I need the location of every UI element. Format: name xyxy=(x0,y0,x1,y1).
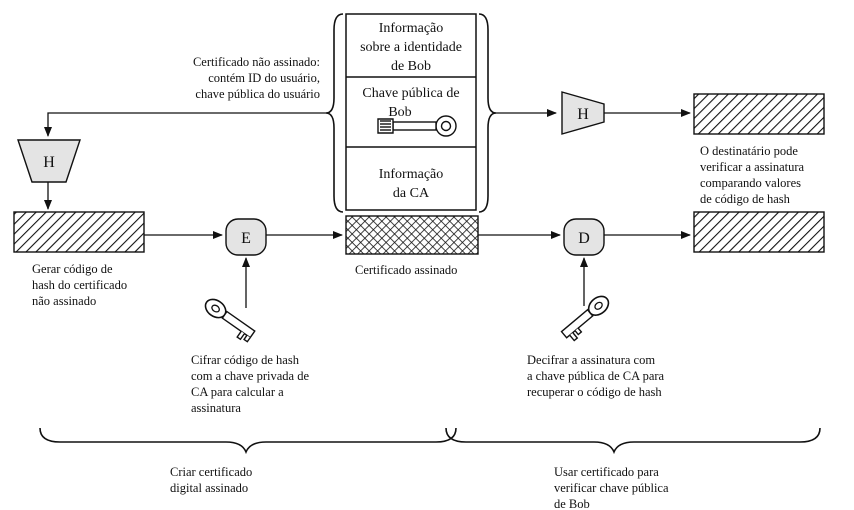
ca-public-key-icon xyxy=(560,295,610,342)
encrypt-hash-line-2: com a chave privada de xyxy=(191,369,309,383)
gen-hash-line-1: Gerar código de xyxy=(32,262,113,276)
gen-hash-label: Gerar código de hash do certificado não … xyxy=(32,262,127,308)
unsigned-to-hash-arrow xyxy=(44,112,326,137)
hash-left-letter: H xyxy=(43,154,55,171)
gen-hash-line-2: hash do certificado xyxy=(32,278,127,292)
ca-private-key-icon xyxy=(204,298,256,343)
hash-function-right: H xyxy=(561,91,605,135)
encrypt-letter: E xyxy=(241,230,251,247)
hash-code-recovered xyxy=(693,211,825,253)
verify-line-2: verificar a assinatura xyxy=(700,160,805,174)
ca-info-line-1: Informação xyxy=(379,167,444,182)
verify-line-3: comparando valores xyxy=(700,176,801,190)
encrypt-node: E xyxy=(225,218,267,256)
unsigned-cert-label: Certificado não assinado: contém ID do u… xyxy=(193,55,320,101)
bob-public-key-icon xyxy=(377,115,457,137)
unsigned-cert-line-3: chave pública do usuário xyxy=(195,87,320,101)
use-section-line-2: verificar chave pública xyxy=(554,481,669,495)
hash-code-computed xyxy=(693,93,825,135)
pubkey-line-2: Bob xyxy=(388,105,411,120)
identity-line-3: de Bob xyxy=(391,59,431,74)
use-section-line-3: de Bob xyxy=(554,497,590,510)
decrypt-sig-line-3: recuperar o código de hash xyxy=(527,385,662,399)
unsigned-cert-line-1: Certificado não assinado: xyxy=(193,55,320,69)
encrypt-hash-line-1: Cifrar código de hash xyxy=(191,353,300,367)
ca-info-line-2: da CA xyxy=(393,186,430,201)
identity-line-2: sobre a identidade xyxy=(360,40,462,55)
right-brace xyxy=(478,13,497,213)
hash-right-letter: H xyxy=(577,106,589,123)
create-section-line-2: digital assinado xyxy=(170,481,248,495)
create-section-label: Criar certificado digital assinado xyxy=(170,465,252,495)
use-section-line-1: Usar certificado para xyxy=(554,465,659,479)
signed-cert-label: Certificado assinado xyxy=(355,263,457,277)
unsigned-certificate: Informação sobre a identidade de Bob Cha… xyxy=(345,13,477,211)
decrypt-sig-line-2: a chave pública de CA para xyxy=(527,369,665,383)
decrypt-node: D xyxy=(563,218,605,256)
decrypt-sig-label: Decifrar a assinatura com a chave públic… xyxy=(527,353,665,399)
signed-certificate xyxy=(345,215,479,255)
unsigned-cert-line-2: contém ID do usuário, xyxy=(208,71,320,85)
create-section-line-1: Criar certificado xyxy=(170,465,252,479)
encrypt-hash-label: Cifrar código de hash com a chave privad… xyxy=(191,353,309,415)
verify-label: O destinatário pode verificar a assinatu… xyxy=(700,144,805,206)
use-section-label: Usar certificado para verificar chave pú… xyxy=(554,465,669,510)
encrypt-hash-line-4: assinatura xyxy=(191,401,241,415)
decrypt-sig-line-1: Decifrar a assinatura com xyxy=(527,353,655,367)
gen-hash-line-3: não assinado xyxy=(32,294,96,308)
decrypt-letter: D xyxy=(578,230,590,247)
pubkey-line-1: Chave pública de xyxy=(362,86,459,101)
use-section-brace xyxy=(445,427,821,455)
verify-line-1: O destinatário pode xyxy=(700,144,798,158)
create-section-brace xyxy=(39,427,457,455)
verify-line-4: de código de hash xyxy=(700,192,791,206)
hash-function-left: H xyxy=(17,139,81,183)
hash-code-left xyxy=(13,211,145,253)
left-brace xyxy=(325,13,344,213)
encrypt-hash-line-3: CA para calcular a xyxy=(191,385,284,399)
identity-line-1: Informação xyxy=(379,21,444,36)
